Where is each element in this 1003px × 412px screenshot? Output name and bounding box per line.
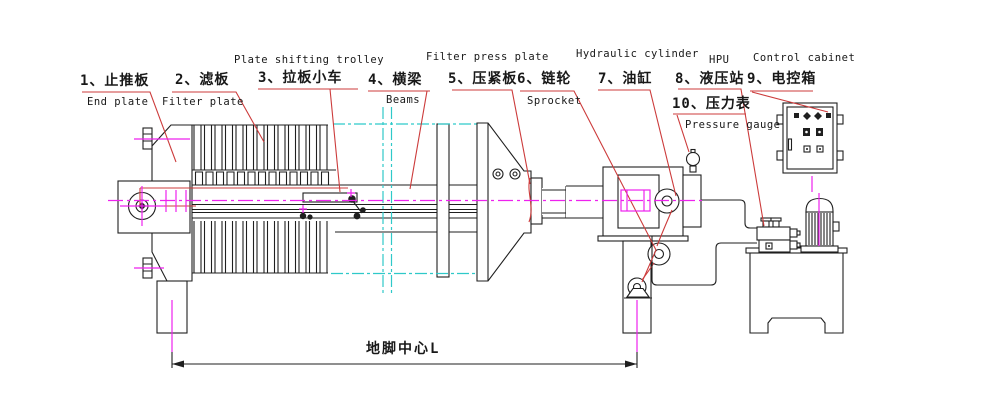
sprocket-drawing	[624, 209, 673, 299]
label-beams-zh: 4、横梁	[368, 72, 423, 88]
trolley-drawing	[299, 192, 366, 220]
label-sprocket-en: Sprocket	[527, 95, 582, 107]
label-filter-plate-en: Filter plate	[162, 96, 244, 108]
pressure-gauge-drawing	[685, 148, 701, 173]
label-hpu-zh: 8、液压站	[675, 71, 745, 87]
hpu-drawing	[745, 197, 848, 334]
motor-drawing	[800, 197, 840, 253]
label-pressure-gauge-zh: 10、压力表	[672, 96, 751, 112]
label-hpu-en: HPU	[709, 54, 730, 66]
label-end-plate-en: End plate	[87, 96, 149, 108]
label-trolley-zh: 3、拉板小车	[258, 70, 343, 86]
valve-block-drawing	[756, 217, 801, 253]
label-filter-plate-zh: 2、滤板	[175, 72, 230, 88]
leader-lines	[82, 88, 829, 283]
label-end-plate-zh: 1、止推板	[80, 73, 150, 89]
label-control-cabinet-zh: 9、电控箱	[747, 71, 817, 87]
piping-drawing	[651, 199, 757, 286]
hydraulic-cylinder-drawing	[597, 148, 702, 334]
label-sprocket-zh: 6、链轮	[517, 71, 572, 87]
filter-plates-drawing	[192, 124, 336, 274]
beam-centerlines-cyan	[331, 107, 477, 294]
label-cylinder-zh: 7、油缸	[598, 71, 653, 87]
label-control-cabinet-en: Control cabinet	[753, 52, 856, 64]
label-pressure-gauge-en: Pressure gauge	[685, 119, 781, 131]
label-trolley-en: Plate shifting trolley	[234, 54, 385, 66]
label-press-plate-zh: 5、压紧板	[448, 71, 518, 87]
control-cabinet-drawing	[776, 102, 844, 174]
label-press-plate-en: Filter press plate	[426, 51, 549, 63]
dimension-line	[171, 352, 638, 368]
label-cylinder-en: Hydraulic cylinder	[576, 48, 699, 60]
label-beams-en: Beams	[386, 94, 421, 106]
end-plate-stand-drawing	[117, 180, 191, 234]
press-plate-drawing	[476, 122, 603, 282]
dimension-label: 地脚中心L	[366, 341, 441, 357]
centerlines-magenta	[108, 138, 820, 352]
